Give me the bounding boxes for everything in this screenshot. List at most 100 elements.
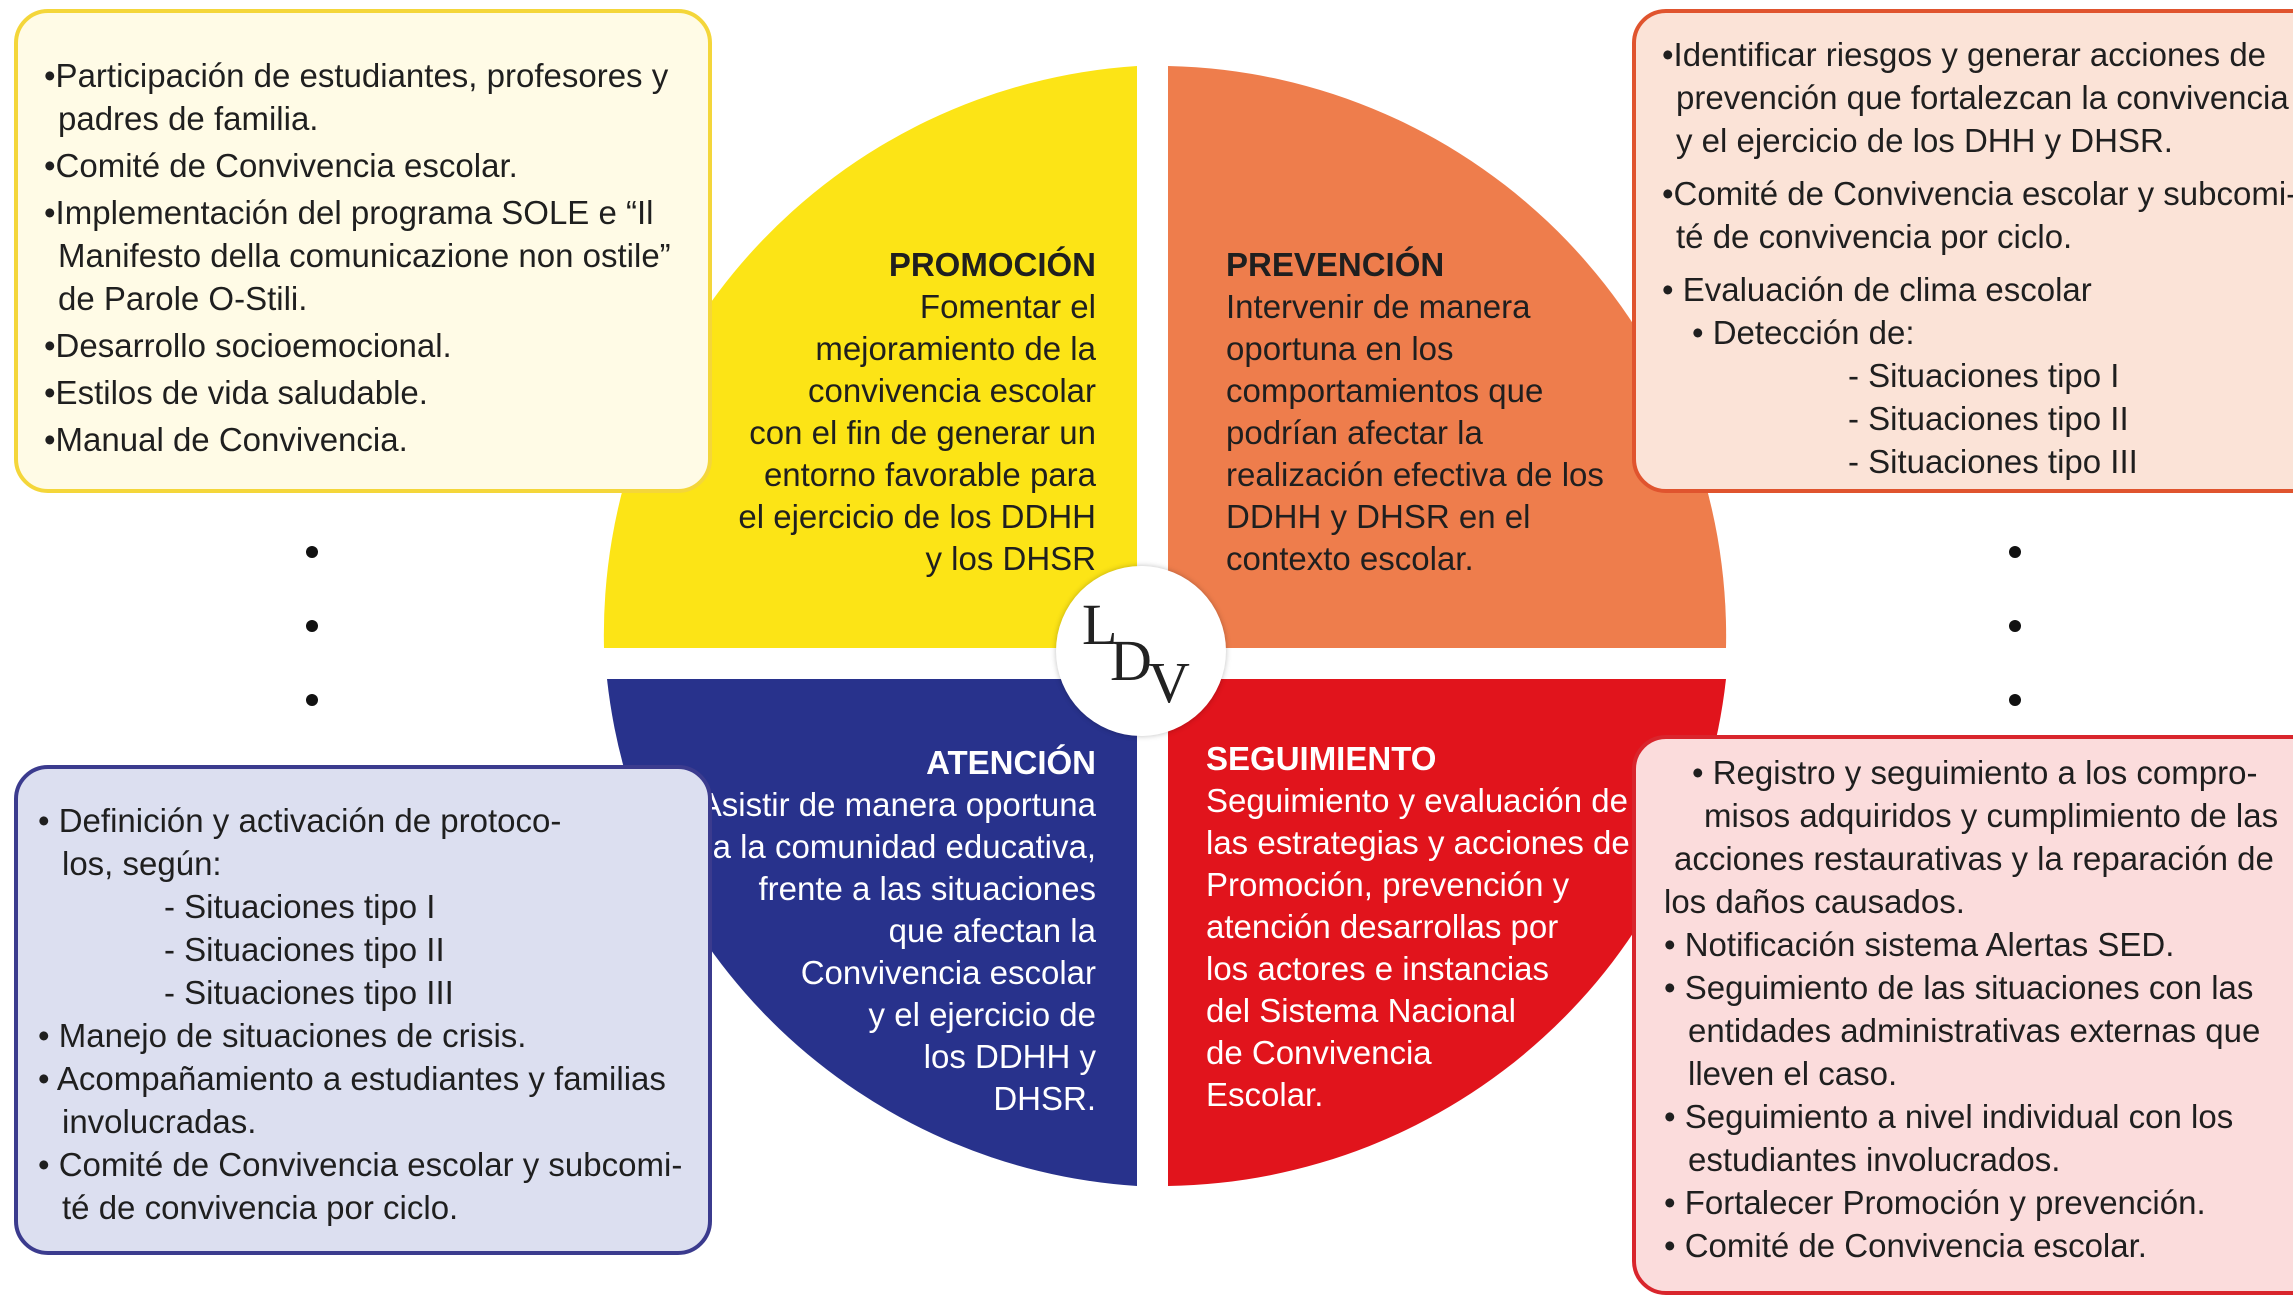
prevencion-quadrant [1168, 66, 1727, 648]
seguimiento-detail-line: • Seguimiento de las situaciones con las [1664, 969, 2254, 1006]
seguimiento-line: atención desarrollas por [1206, 908, 1559, 945]
seguimiento-detail-line: estudiantes involucrados. [1688, 1141, 2061, 1178]
logo-letter-v: V [1148, 650, 1190, 715]
atencion-line: frente a las situaciones [758, 870, 1096, 907]
atencion-detail-line: los, según: [62, 845, 222, 882]
right-dot-separator [2009, 546, 2021, 716]
logo-letter-d: D [1110, 628, 1152, 693]
promocion-text: PROMOCIÓN Fomentar el mejoramiento de la… [738, 244, 1096, 580]
seguimiento-line: del Sistema Nacional [1206, 992, 1516, 1029]
prevencion-detail-line: prevención que fortalezcan la convivenci… [1676, 79, 2289, 116]
seguimiento-line: de Convivencia [1206, 1034, 1432, 1071]
prevencion-line: DDHH y DHSR en el [1226, 498, 1531, 535]
prevencion-detail-line: - Situaciones tipo II [1848, 400, 2129, 437]
separator-dot [2009, 620, 2021, 632]
promocion-detail-line: •Estilos de vida saludable. [44, 374, 428, 411]
atencion-detail-line: té de convivencia por ciclo. [62, 1189, 459, 1226]
prevencion-detail-line: • Detección de: [1692, 314, 1915, 351]
atencion-detail-line: • Acompañamiento a estudiantes y familia… [38, 1060, 666, 1097]
seguimiento-line: Escolar. [1206, 1076, 1324, 1113]
seguimiento-detail-line: lleven el caso. [1688, 1055, 1898, 1092]
seguimiento-detail-box: • Registro y seguimiento a los compro- m… [1632, 735, 2293, 1295]
atencion-line: los DDHH y [923, 1038, 1096, 1075]
atencion-line: y el ejercicio de [868, 996, 1096, 1033]
seguimiento-detail-line: acciones restaurativas y la reparación d… [1674, 840, 2274, 877]
prevencion-title: PREVENCIÓN [1226, 246, 1445, 283]
seguimiento-title: SEGUIMIENTO [1206, 740, 1437, 777]
prevencion-text: PREVENCIÓN Intervenir de manera oportuna… [1226, 244, 1604, 580]
atencion-title: ATENCIÓN [926, 744, 1096, 781]
ldv-logo: L D V [1056, 566, 1226, 736]
prevencion-line: Intervenir de manera [1226, 288, 1531, 325]
prevencion-detail-box: •Identificar riesgos y generar acciones … [1632, 9, 2293, 493]
prevencion-detail-line: •Identificar riesgos y generar acciones … [1662, 36, 2267, 73]
prevencion-detail-line: té de convivencia por ciclo. [1676, 218, 2073, 255]
prevencion-detail-line: y el ejercicio de los DHH y DHSR. [1676, 122, 2173, 159]
seguimiento-detail-line: entidades administrativas externas que [1688, 1012, 2261, 1049]
seguimiento-detail-line: los daños causados. [1664, 883, 1965, 920]
promocion-quadrant [603, 66, 1137, 648]
atencion-quadrant [607, 679, 1137, 1186]
atencion-line: a la comunidad educativa, [712, 828, 1096, 865]
left-dot-separator [306, 546, 318, 716]
atencion-detail-line: • Definición y activación de protoco- [38, 802, 562, 839]
promocion-detail-line: •Implementación del programa SOLE e “Il [44, 194, 654, 231]
prevencion-detail-line: - Situaciones tipo I [1848, 357, 2120, 394]
promocion-detail-box: •Participación de estudiantes, profesore… [14, 9, 712, 493]
promocion-line: mejoramiento de la [815, 330, 1096, 367]
separator-dot [2009, 694, 2021, 706]
promocion-line: con el fin de generar un [749, 414, 1096, 451]
atencion-line: Asistir de manera oportuna [699, 786, 1096, 823]
separator-dot [306, 694, 318, 706]
promocion-detail-line: de Parole O-Stili. [58, 280, 308, 317]
promocion-detail-line: •Desarrollo socioemocional. [44, 327, 452, 364]
seguimiento-quadrant [1168, 679, 1726, 1186]
promocion-line: entorno favorable para [763, 456, 1096, 493]
atencion-line: que afectan la [888, 912, 1096, 949]
promocion-detail-line: Manifesto della comunicazione non ostile… [58, 237, 671, 274]
atencion-line: DHSR. [993, 1080, 1096, 1117]
prevencion-line: realización efectiva de los [1226, 456, 1604, 493]
prevencion-line: podrían afectar la [1226, 414, 1483, 451]
atencion-detail-box: • Definición y activación de protoco- lo… [14, 765, 712, 1255]
seguimiento-detail-line: • Fortalecer Promoción y prevención. [1664, 1184, 2206, 1221]
seguimiento-line: Promoción, prevención y [1206, 866, 1570, 903]
atencion-detail-line: • Manejo de situaciones de crisis. [38, 1017, 527, 1054]
separator-dot [2009, 546, 2021, 558]
promocion-line: y los DHSR [925, 540, 1096, 577]
seguimiento-line: las estrategias y acciones de [1206, 824, 1630, 861]
promocion-line: convivencia escolar [808, 372, 1096, 409]
seguimiento-detail-line: • Notificación sistema Alertas SED. [1664, 926, 2175, 963]
atencion-detail-line: - Situaciones tipo II [164, 931, 445, 968]
seguimiento-detail-line: • Seguimiento a nivel individual con los [1664, 1098, 2234, 1135]
atencion-detail-line: - Situaciones tipo III [164, 974, 454, 1011]
prevencion-line: comportamientos que [1226, 372, 1544, 409]
prevencion-line: contexto escolar. [1226, 540, 1474, 577]
seguimiento-detail-line: • Comité de Convivencia escolar. [1664, 1227, 2147, 1264]
promocion-detail-line: •Manual de Convivencia. [44, 421, 408, 458]
promocion-title: PROMOCIÓN [888, 246, 1096, 283]
seguimiento-detail-line: • Registro y seguimiento a los compro- [1692, 754, 2258, 791]
prevencion-detail-line: - Situaciones tipo III [1848, 443, 2138, 480]
atencion-detail-line: involucradas. [62, 1103, 257, 1140]
seguimiento-detail-line: misos adquiridos y cumplimiento de las [1704, 797, 2279, 834]
prevencion-line: oportuna en los [1226, 330, 1454, 367]
promocion-line: el ejercicio de los DDHH [738, 498, 1096, 535]
atencion-text: ATENCIÓN Asistir de manera oportuna a la… [700, 742, 1096, 1120]
separator-dot [306, 546, 318, 558]
separator-dot [306, 620, 318, 632]
seguimiento-line: los actores e instancias [1206, 950, 1550, 987]
atencion-line: Convivencia escolar [800, 954, 1096, 991]
atencion-detail-line: • Comité de Convivencia escolar y subcom… [38, 1146, 683, 1183]
promocion-detail-line: padres de familia. [58, 100, 319, 137]
promocion-line: Fomentar el [919, 288, 1096, 325]
promocion-detail-line: •Comité de Convivencia escolar. [44, 147, 518, 184]
seguimiento-text: SEGUIMIENTO Seguimiento y evaluación de … [1206, 738, 1630, 1116]
prevencion-detail-line: •Comité de Convivencia escolar y subcomi… [1662, 175, 2293, 212]
prevencion-detail-line: • Evaluación de clima escolar [1662, 271, 2092, 308]
promocion-detail-line: •Participación de estudiantes, profesore… [44, 57, 669, 94]
logo-letter-l: L [1082, 592, 1118, 657]
seguimiento-line: Seguimiento y evaluación de [1206, 782, 1628, 819]
atencion-detail-line: - Situaciones tipo I [164, 888, 436, 925]
